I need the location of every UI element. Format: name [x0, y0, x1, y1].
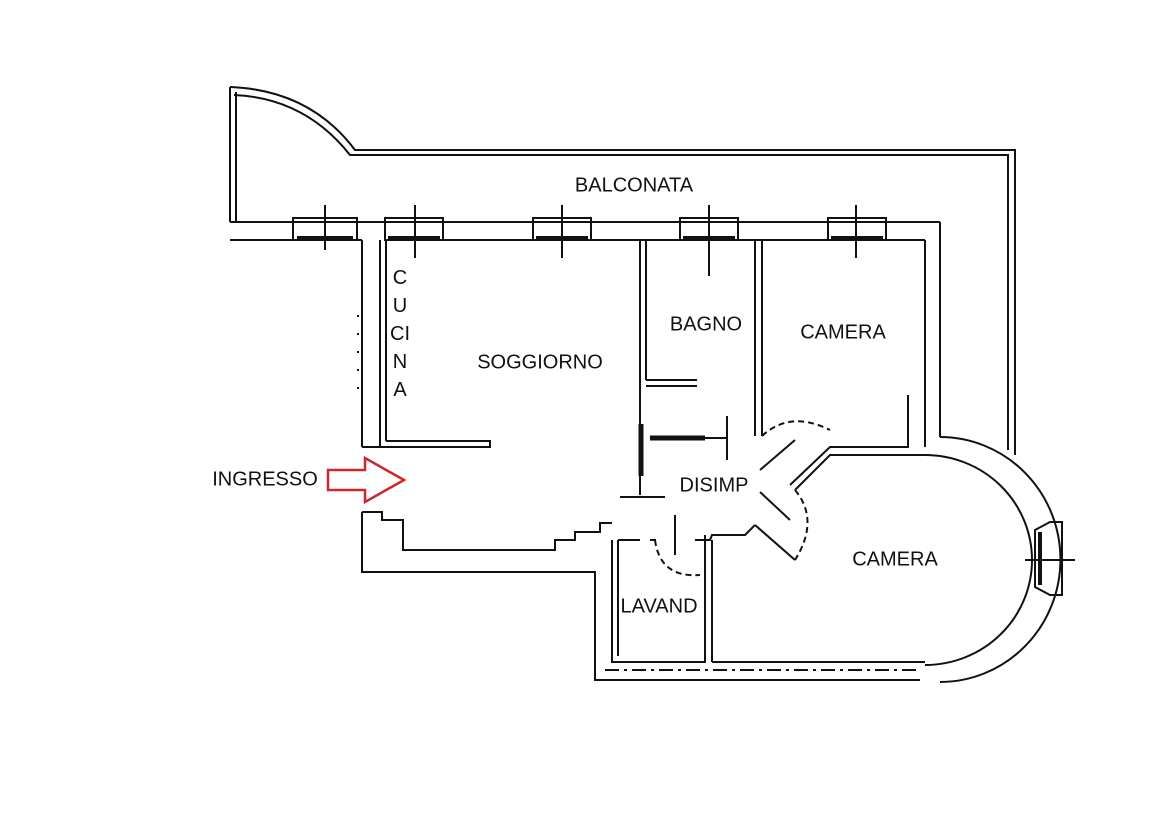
room-label-camera-2: CAMERA: [852, 548, 938, 571]
south-walls: [361, 511, 925, 681]
bedroom-walls: [654, 395, 1075, 683]
entrance-arrow: [326, 455, 407, 505]
windows: [292, 205, 887, 276]
room-label-camera-1: CAMERA: [800, 321, 886, 344]
room-label-soggiorno: SOGGIORNO: [477, 351, 603, 374]
room-label-disimp: DISIMP: [679, 474, 749, 497]
kitchen-walls: [357, 240, 491, 448]
entrance-label: INGRESSO: [212, 468, 318, 491]
room-label-bagno: BAGNO: [669, 313, 743, 336]
balcony-outline: [229, 86, 1016, 455]
room-label-balconata: BALCONATA: [574, 174, 694, 197]
room-label-lavand: LAVAND: [620, 595, 698, 618]
bathroom-walls: [620, 240, 831, 498]
room-label-cucina: CUCINA: [390, 267, 410, 401]
